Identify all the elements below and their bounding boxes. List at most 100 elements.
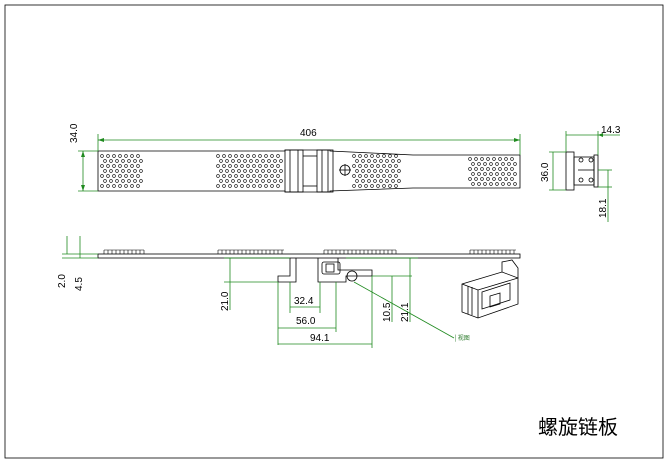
hole — [510, 157, 514, 161]
hole — [394, 154, 398, 158]
hole — [103, 169, 107, 173]
hole — [270, 174, 274, 178]
hole — [130, 174, 134, 178]
hole — [394, 184, 398, 188]
hole — [133, 169, 137, 173]
hole — [358, 164, 362, 168]
hole — [136, 184, 140, 188]
hole — [486, 177, 490, 181]
hole — [118, 184, 122, 188]
hole — [249, 179, 253, 183]
hole — [136, 174, 140, 178]
hole — [270, 154, 274, 158]
hole — [376, 174, 380, 178]
hole — [243, 159, 247, 163]
hole — [246, 174, 250, 178]
hole — [382, 164, 386, 168]
hole — [219, 159, 223, 163]
hole — [364, 184, 368, 188]
hole — [480, 177, 484, 181]
hole — [100, 154, 104, 158]
hole — [255, 179, 259, 183]
hole — [361, 179, 365, 183]
hole — [249, 169, 253, 173]
hole — [225, 159, 229, 163]
hole — [279, 179, 283, 183]
dim-406: 406 — [300, 128, 317, 139]
hole — [118, 174, 122, 178]
roller-circle — [346, 270, 358, 282]
hole — [112, 154, 116, 158]
hole — [492, 177, 496, 181]
hole — [124, 164, 128, 168]
hole — [498, 177, 502, 181]
hole — [391, 179, 395, 183]
surface-ribs — [103, 249, 516, 254]
hole — [468, 167, 472, 171]
hole — [231, 179, 235, 183]
hole — [489, 182, 493, 186]
leader-line — [353, 281, 455, 339]
hole — [361, 159, 365, 163]
hole — [258, 164, 262, 168]
hole — [100, 164, 104, 168]
hole — [139, 169, 143, 173]
hole — [112, 164, 116, 168]
hole — [352, 154, 356, 158]
hole — [504, 157, 508, 161]
hole — [118, 164, 122, 168]
hole — [394, 164, 398, 168]
hole — [507, 162, 511, 166]
hole — [483, 182, 487, 186]
hole — [355, 159, 359, 163]
hole — [252, 164, 256, 168]
hole — [118, 154, 122, 158]
hole — [385, 179, 389, 183]
hole — [504, 167, 508, 171]
hole — [510, 177, 514, 181]
hole — [243, 179, 247, 183]
hole — [382, 174, 386, 178]
hole — [394, 174, 398, 178]
hole — [498, 157, 502, 161]
hole — [246, 164, 250, 168]
hole — [397, 169, 401, 173]
dim-21-1: 21.1 — [400, 302, 411, 322]
hole — [495, 162, 499, 166]
hole — [358, 174, 362, 178]
hole — [106, 154, 110, 158]
hole — [216, 164, 220, 168]
dim-34: 34.0 — [69, 123, 80, 143]
hole — [136, 154, 140, 158]
hole — [273, 179, 277, 183]
hole — [279, 169, 283, 173]
hole — [255, 159, 259, 163]
hole — [373, 179, 377, 183]
hole — [252, 174, 256, 178]
hole — [222, 184, 226, 188]
hole — [376, 184, 380, 188]
front-plate — [97, 253, 521, 259]
iso-detail — [461, 259, 519, 319]
hole — [249, 159, 253, 163]
hole — [382, 184, 386, 188]
hole — [471, 172, 475, 176]
dim-4-5: 4.5 — [74, 277, 85, 291]
dim-56: 56.0 — [296, 316, 316, 327]
hole — [379, 159, 383, 163]
dim-2-0: 2.0 — [57, 274, 68, 288]
hole — [489, 172, 493, 176]
hole — [130, 184, 134, 188]
hole — [234, 184, 238, 188]
hole — [391, 169, 395, 173]
hole — [276, 154, 280, 158]
hole — [501, 162, 505, 166]
hole — [267, 169, 271, 173]
hole — [252, 154, 256, 158]
hole — [106, 184, 110, 188]
hole — [370, 154, 374, 158]
hole — [504, 177, 508, 181]
front-view: 2.0 4.5 21.0 32.4 56.0 94.1 10.5 21.1 │视… — [57, 236, 521, 348]
hole — [471, 162, 475, 166]
hole — [477, 182, 481, 186]
